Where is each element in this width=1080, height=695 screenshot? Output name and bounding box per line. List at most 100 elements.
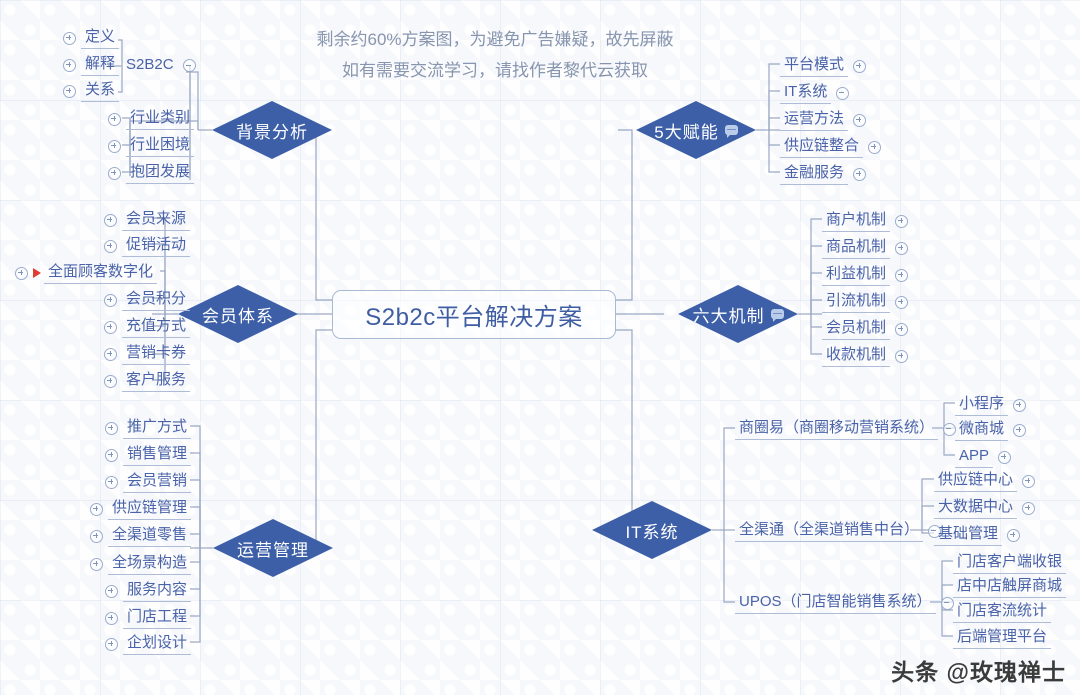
leaf-label: 服务内容 <box>123 580 192 602</box>
leaf-sales-management[interactable]: 销售管理 <box>100 444 192 466</box>
leaf-full-scenario-construction[interactable]: 全场景构造 <box>85 553 192 575</box>
leaf-store-in-store-touch-mall[interactable]: 店中店触屏商城 <box>953 576 1067 598</box>
expand-icon[interactable] <box>853 113 867 127</box>
leaf-industry-category[interactable]: 行业类别 <box>103 108 195 130</box>
leaf-omnichannel-retail[interactable]: 全渠道零售 <box>85 525 192 547</box>
expand-icon[interactable] <box>108 112 121 126</box>
collapse-icon[interactable] <box>836 86 850 100</box>
expand-icon[interactable] <box>104 347 117 361</box>
expand-icon[interactable] <box>105 584 118 598</box>
collapse-icon[interactable] <box>182 59 196 72</box>
leaf-service-content[interactable]: 服务内容 <box>100 580 192 602</box>
leaf-explanation[interactable]: 解释 <box>58 54 120 76</box>
leaf-label: 客户服务 <box>122 370 191 392</box>
expand-icon[interactable] <box>105 611 118 625</box>
leaf-merchant-mechanism[interactable]: 商户机制 <box>822 210 913 232</box>
expand-icon[interactable] <box>895 241 909 255</box>
leaf-label: 供应链中心 <box>934 470 1018 492</box>
leaf-customer-service[interactable]: 客户服务 <box>99 370 191 392</box>
node-quanqutong[interactable]: 全渠通（全渠道销售中台） <box>735 520 946 542</box>
expand-icon[interactable] <box>1013 423 1027 437</box>
leaf-label: 运营方法 <box>780 109 849 131</box>
leaf-supply-chain-management[interactable]: 供应链管理 <box>85 498 192 520</box>
expand-icon[interactable] <box>90 557 103 571</box>
expand-icon[interactable] <box>895 268 909 282</box>
leaf-financial-service[interactable]: 金融服务 <box>780 163 871 185</box>
leaf-mini-program[interactable]: 小程序 <box>955 394 1031 416</box>
expand-icon[interactable] <box>1022 474 1036 488</box>
expand-icon[interactable] <box>895 322 909 336</box>
expand-icon[interactable] <box>108 139 121 153</box>
expand-icon[interactable] <box>105 421 118 435</box>
expand-icon[interactable] <box>63 31 76 45</box>
expand-icon[interactable] <box>90 502 103 516</box>
leaf-app[interactable]: APP <box>955 446 1016 468</box>
leaf-platform-mode[interactable]: 平台模式 <box>780 55 871 77</box>
leaf-marketing-coupon[interactable]: 营销卡券 <box>99 343 191 365</box>
collapse-icon[interactable] <box>943 422 957 436</box>
leaf-planning-design[interactable]: 企划设计 <box>100 633 192 655</box>
leaf-definition[interactable]: 定义 <box>58 27 120 49</box>
leaf-operation-method[interactable]: 运营方法 <box>780 109 871 131</box>
expand-icon[interactable] <box>104 320 117 334</box>
branch-label: 运营管理 <box>237 540 309 560</box>
collapse-icon[interactable] <box>928 524 942 538</box>
expand-icon[interactable] <box>895 295 909 309</box>
leaf-group-development[interactable]: 抱团发展 <box>103 162 195 184</box>
expand-icon[interactable] <box>108 166 121 180</box>
expand-icon[interactable] <box>895 349 909 363</box>
leaf-store-traffic-statistics[interactable]: 门店客流统计 <box>953 601 1052 623</box>
leaf-basic-management[interactable]: 基础管理 <box>934 524 1025 546</box>
leaf-member-points[interactable]: 会员积分 <box>99 289 191 311</box>
leaf-payment-mechanism[interactable]: 收款机制 <box>822 345 913 367</box>
leaf-label: 推广方式 <box>123 417 192 439</box>
leaf-member-mechanism[interactable]: 会员机制 <box>822 318 913 340</box>
leaf-member-source[interactable]: 会员来源 <box>99 209 191 231</box>
expand-icon[interactable] <box>105 475 118 489</box>
root-node[interactable]: S2b2c平台解决方案 <box>332 290 616 339</box>
leaf-supply-chain-integration[interactable]: 供应链整合 <box>780 136 886 158</box>
expand-icon[interactable] <box>104 293 117 307</box>
expand-icon[interactable] <box>104 213 117 227</box>
expand-icon[interactable] <box>1007 528 1021 542</box>
expand-icon[interactable] <box>1013 398 1027 412</box>
expand-icon[interactable] <box>853 59 867 73</box>
expand-icon[interactable] <box>853 167 867 181</box>
leaf-product-mechanism[interactable]: 商品机制 <box>822 237 913 259</box>
leaf-wechat-mall[interactable]: 微商城 <box>955 419 1031 441</box>
leaf-traffic-mechanism[interactable]: 引流机制 <box>822 291 913 313</box>
leaf-supply-chain-center[interactable]: 供应链中心 <box>934 470 1040 492</box>
leaf-promotion-activity[interactable]: 促销活动 <box>99 235 191 257</box>
leaf-customer-digitalization[interactable]: 全面顾客数字化 <box>10 262 158 284</box>
leaf-store-client-cashier[interactable]: 门店客户端收银 <box>953 552 1067 574</box>
expand-icon[interactable] <box>15 266 28 280</box>
leaf-recharge-method[interactable]: 充值方式 <box>99 316 191 338</box>
expand-icon[interactable] <box>998 450 1012 464</box>
note-line-1: 剩余约60%方案图，为避免广告嫌疑，故先屏蔽 <box>316 30 674 49</box>
leaf-store-engineering[interactable]: 门店工程 <box>100 607 192 629</box>
leaf-it-system[interactable]: IT系统 <box>780 82 854 104</box>
leaf-industry-dilemma[interactable]: 行业困境 <box>103 135 195 157</box>
expand-icon[interactable] <box>105 448 118 462</box>
expand-icon[interactable] <box>1022 501 1036 515</box>
leaf-member-marketing[interactable]: 会员营销 <box>100 471 192 493</box>
expand-icon[interactable] <box>63 58 76 72</box>
node-shangquanyi[interactable]: 商圈易（商圈移动营销系统） <box>735 418 961 440</box>
expand-icon[interactable] <box>63 84 76 98</box>
leaf-label: 商品机制 <box>822 237 891 259</box>
node-s2b2c[interactable]: S2B2C <box>122 55 201 76</box>
node-upos[interactable]: UPOS（门店智能销售系统） <box>735 592 959 614</box>
expand-icon[interactable] <box>104 374 117 388</box>
leaf-relationship[interactable]: 关系 <box>58 80 120 102</box>
expand-icon[interactable] <box>104 239 117 253</box>
expand-icon[interactable] <box>868 140 882 154</box>
node-label: 商圈易（商圈移动营销系统） <box>735 418 939 440</box>
collapse-icon[interactable] <box>940 596 954 610</box>
leaf-backend-management-platform[interactable]: 后端管理平台 <box>953 627 1052 649</box>
expand-icon[interactable] <box>895 214 909 228</box>
leaf-promotion-method[interactable]: 推广方式 <box>100 417 192 439</box>
leaf-bigdata-center[interactable]: 大数据中心 <box>934 497 1040 519</box>
expand-icon[interactable] <box>105 637 118 651</box>
leaf-benefit-mechanism[interactable]: 利益机制 <box>822 264 913 286</box>
expand-icon[interactable] <box>90 529 103 543</box>
